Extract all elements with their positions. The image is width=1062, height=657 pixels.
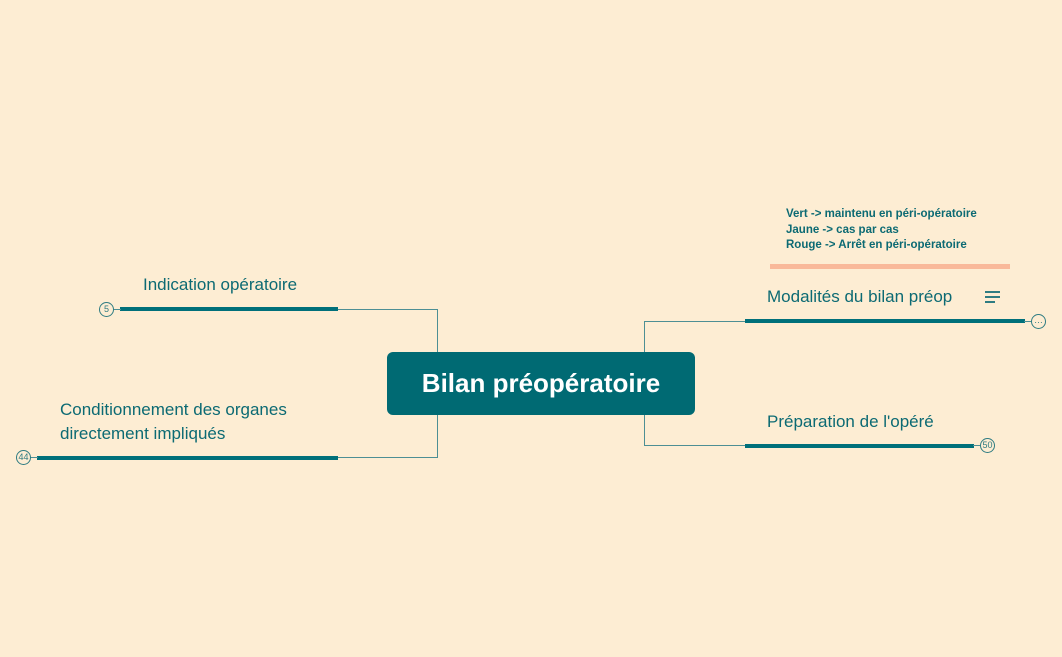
- badge-connector: [973, 445, 981, 446]
- topic-preparation-label: Préparation de l'opéré: [767, 412, 934, 431]
- connector-modalites-h: [644, 321, 745, 322]
- callout-underline: [770, 264, 1010, 269]
- connector-conditionnement-v: [437, 415, 438, 458]
- topic-indication-underline: [120, 307, 338, 311]
- callout-line: Vert -> maintenu en péri-opératoire: [786, 208, 977, 220]
- collapse-count-badge[interactable]: 44: [16, 450, 31, 465]
- topic-indication-label: Indication opératoire: [143, 275, 298, 294]
- topic-conditionnement-label-line2: directement impliqués: [60, 424, 226, 443]
- callout-line: Rouge -> Arrêt en péri-opératoire: [786, 239, 967, 251]
- topic-preparation-underline: [745, 444, 974, 448]
- topic-conditionnement-label-line1: Conditionnement des organes: [60, 400, 287, 419]
- collapse-count-badge[interactable]: 5: [99, 302, 114, 317]
- connector-modalites-v: [644, 321, 645, 352]
- topic-conditionnement-underline: [37, 456, 338, 460]
- connector-preparation-h: [644, 445, 745, 446]
- callout-note[interactable]: Vert -> maintenu en péri-opératoire Jaun…: [786, 207, 977, 254]
- notes-icon[interactable]: [985, 291, 1000, 303]
- topic-modalites-underline: [745, 319, 1025, 323]
- central-topic[interactable]: Bilan préopératoire: [387, 352, 695, 415]
- collapse-count-badge[interactable]: 50: [980, 438, 995, 453]
- badge-connector: [113, 309, 121, 310]
- connector-preparation-v: [644, 415, 645, 446]
- badge-connector: [1024, 321, 1032, 322]
- connector-conditionnement-h: [338, 457, 438, 458]
- connector-indication-v: [437, 309, 438, 352]
- expand-more-badge[interactable]: …: [1031, 314, 1046, 329]
- central-topic-label: Bilan préopératoire: [421, 368, 661, 398]
- badge-connector: [30, 457, 38, 458]
- topic-modalites-label: Modalités du bilan préop: [767, 287, 953, 306]
- callout-line: Jaune -> cas par cas: [786, 223, 899, 236]
- connector-indication-h: [338, 309, 438, 310]
